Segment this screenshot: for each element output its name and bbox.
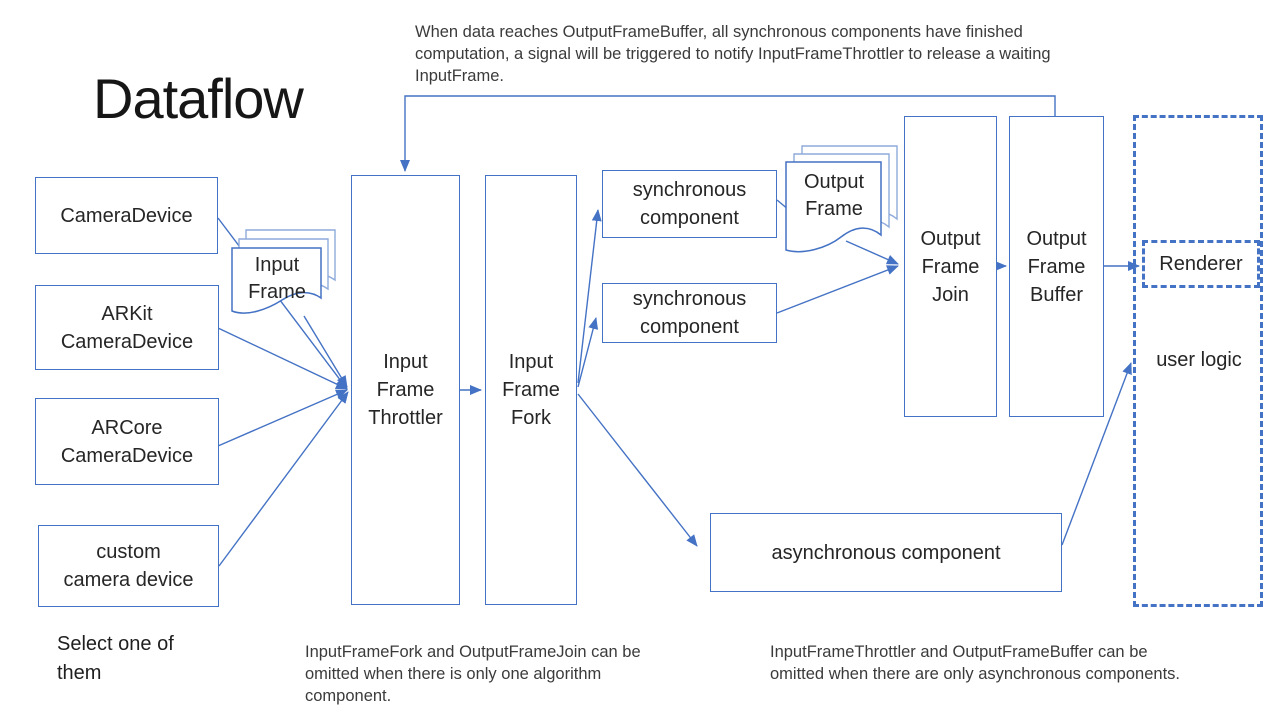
- arrow-arcore-to-throttler: [217, 389, 348, 447]
- arrow-custom-to-throttler: [218, 391, 349, 567]
- arrow-fork-to-async: [577, 393, 698, 547]
- node-output-frame-buffer: Output Frame Buffer: [1009, 116, 1104, 417]
- node-camera-device: CameraDevice: [35, 177, 218, 254]
- output-frame-stack-icon: [785, 145, 898, 253]
- node-user-logic-label: user logic: [1156, 349, 1242, 371]
- arrow-sync2-to-join: [776, 265, 899, 314]
- arrow-fork-to-sync1: [577, 209, 602, 384]
- arrow-arkit-to-throttler: [217, 327, 348, 390]
- top-note: When data reaches OutputFrameBuffer, all…: [415, 23, 1051, 85]
- node-input-frame-label: Input Frame: [248, 254, 306, 303]
- arrow-buffer-feedback-to-throttler: [400, 95, 1056, 172]
- node-user-logic-region: [1133, 115, 1263, 607]
- node-sync-component-2: synchronous component: [602, 283, 777, 343]
- select-one-note: Select one of them: [57, 633, 174, 684]
- arrow-async-to-userlogic: [1061, 362, 1132, 546]
- node-input-frame-throttler: Input Frame Throttler: [351, 175, 460, 605]
- slide-title: Dataflow: [93, 67, 304, 130]
- node-arcore-camera-device: ARCore CameraDevice: [35, 398, 219, 485]
- node-arkit-camera-device: ARKit CameraDevice: [35, 285, 219, 370]
- node-async-component: asynchronous component: [710, 513, 1062, 592]
- node-renderer: Renderer: [1142, 240, 1260, 288]
- node-output-frame-label: Output Frame: [803, 171, 865, 220]
- node-sync-component-1: synchronous component: [602, 170, 777, 238]
- node-output-frame-join: Output Frame Join: [904, 116, 997, 417]
- note-throttler-buffer: InputFrameThrottler and OutputFrameBuffe…: [770, 643, 1180, 683]
- arrow-fork-to-sync2: [577, 317, 599, 388]
- node-custom-camera-device: custom camera device: [38, 525, 219, 607]
- arrow-outputframe-to-join: [845, 240, 899, 265]
- node-input-frame-fork: Input Frame Fork: [485, 175, 577, 605]
- input-frame-stack-icon: [231, 229, 336, 314]
- note-fork-join: InputFrameFork and OutputFrameJoin can b…: [305, 643, 641, 705]
- arrow-inputframe-to-throttler: [303, 315, 348, 388]
